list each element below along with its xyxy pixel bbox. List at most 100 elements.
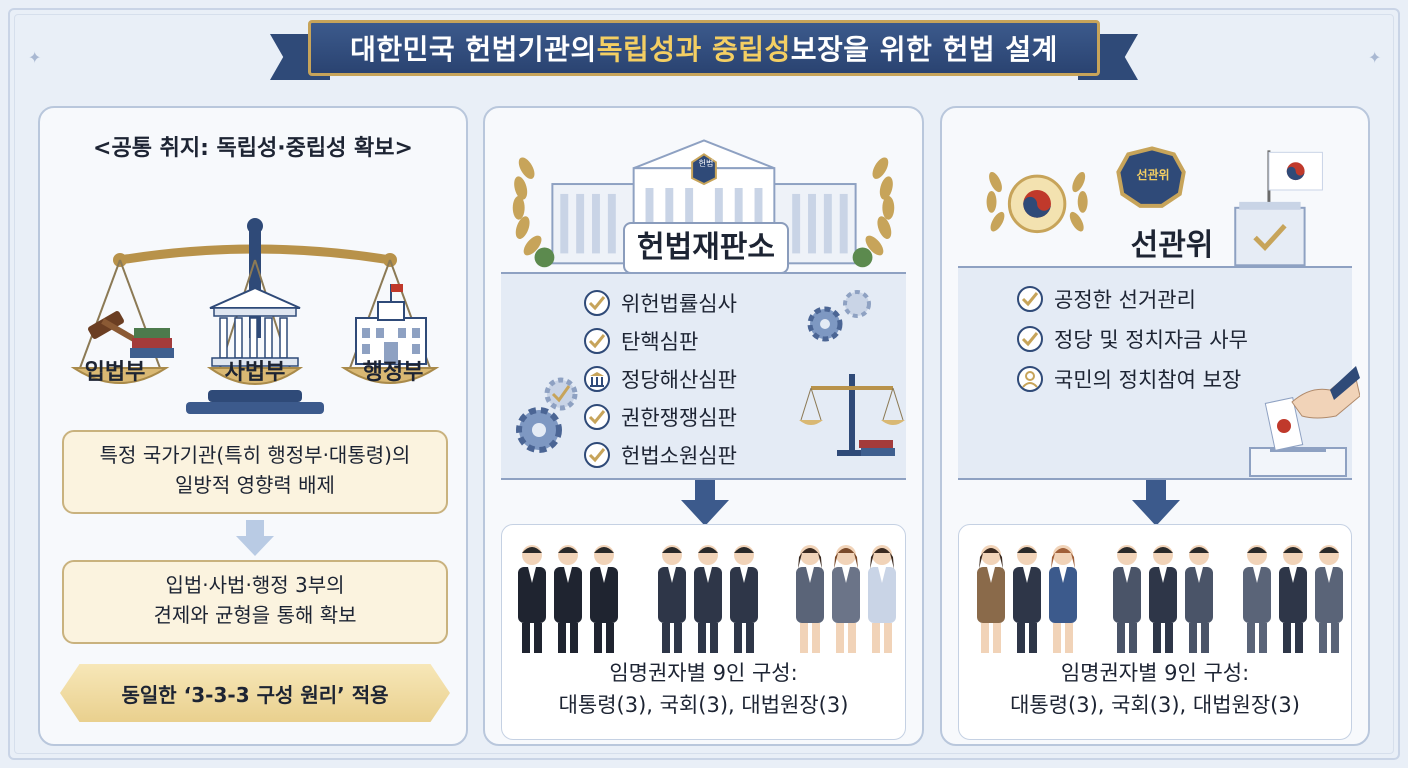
person-figure [1185, 545, 1213, 653]
national-emblem-icon [1007, 174, 1067, 234]
voting-hand-icon [1249, 366, 1360, 477]
duty-label: 공정한 선거관리 [1054, 288, 1196, 312]
duty-label: 탄핵심판 [621, 330, 699, 354]
person-figure [658, 545, 686, 653]
principle-ribbon: 동일한 ‘3-3-3 구성 원리’ 적용 [60, 664, 450, 722]
courthouse-icon [209, 286, 301, 367]
arrow-down-icon [1132, 480, 1180, 526]
court-name: 헌법재판소 [623, 222, 789, 274]
person-figure [868, 545, 896, 653]
person-figure [590, 545, 618, 653]
commissioners-illustration [977, 545, 1343, 653]
gear-icon [807, 290, 871, 342]
court-emblem-text: 헌법 [698, 159, 714, 168]
branch-judicial: 사법부 [224, 360, 286, 385]
box1-line2: 일방적 영향력 배제 [175, 473, 335, 497]
person-figure [1279, 545, 1307, 653]
election-composition-box: 임명권자별 9인 구성: 대통령(3), 국회(3), 대법원장(3) [958, 524, 1352, 740]
common-purpose-panel: <공통 취지: 독립성·중립성 확보> [38, 106, 468, 746]
arrow-down-icon [681, 480, 729, 526]
title-highlight: 독립성과 중립성 [596, 33, 791, 66]
inner-frame [14, 14, 1394, 754]
duty-label: 권한쟁쟁심판 [621, 406, 737, 430]
person-figure [554, 545, 582, 653]
check-icon [584, 328, 610, 354]
election-commission-emblem [1116, 146, 1186, 208]
box1-line1: 특정 국가기관(특히 행정부·대통령)의 [99, 443, 411, 467]
person-figure [1049, 545, 1077, 653]
check-icon [1017, 326, 1043, 352]
building-icon [355, 284, 427, 365]
page-title: 대한민국 헌법기관의 독립성과 중립성 보장을 위한 헌법 설계 [308, 20, 1100, 76]
gavel-icon [88, 311, 139, 344]
check-icon [584, 442, 610, 468]
duty-item: 정당해산심판 [583, 364, 737, 394]
star-icon: ✦ [1368, 48, 1382, 67]
justices-illustration [518, 545, 896, 653]
election-commission-panel: 선관위 선관위 공정한 선거관리 정당 및 정치자금 사무 국민의 정치참여 보… [940, 106, 1370, 746]
person-figure [977, 545, 1005, 653]
branch-legislative: 입법부 [84, 360, 146, 385]
books-icon [130, 328, 174, 358]
duty-label: 위헌법률심사 [621, 292, 737, 316]
person-figure [796, 545, 824, 653]
ballot-box-icon [1234, 201, 1306, 267]
court-composition-line2: 대통령(3), 국회(3), 대법원장(3) [558, 693, 849, 717]
scale-icon [70, 218, 440, 385]
constitutional-court-panel: 헌법 헌법재판소 위헌법률심사 탄핵심판 정당해산심판 권한쟁쟁심판 헌법소원심… [483, 106, 924, 746]
person-figure [832, 545, 860, 653]
duty-label: 국민의 정치참여 보장 [1054, 368, 1242, 392]
principle-text: 동일한 ‘3-3-3 구성 원리’ 적용 [121, 682, 389, 707]
check-icon [1017, 286, 1043, 312]
purpose-box-2: 입법·사법·행정 3부의 견제와 균형을 통해 확보 [62, 560, 448, 644]
flag-icon [1267, 150, 1323, 208]
election-duties-area: 공정한 선거관리 정당 및 정치자금 사무 국민의 정치참여 보장 [958, 266, 1360, 480]
person-figure [1243, 545, 1271, 653]
person-icon [1017, 366, 1043, 392]
duty-item: 권한쟁쟁심판 [583, 402, 737, 432]
outer-frame [8, 8, 1400, 760]
court-composition-line1: 임명권자별 9인 구성: [609, 661, 798, 685]
check-icon [584, 404, 610, 430]
star-icon: ✦ [28, 48, 42, 67]
person-figure [1013, 545, 1041, 653]
branch-executive: 행정부 [362, 360, 424, 385]
court-duties-area: 위헌법률심사 탄핵심판 정당해산심판 권한쟁쟁심판 헌법소원심판 [501, 272, 906, 480]
duty-item: 국민의 정치참여 보장 [1016, 364, 1241, 394]
court-composition-box: 임명권자별 9인 구성: 대통령(3), 국회(3), 대법원장(3) [501, 524, 906, 740]
person-figure [1315, 545, 1343, 653]
duty-label: 정당 및 정치자금 사무 [1054, 328, 1248, 352]
laurel-icon [986, 171, 1088, 232]
person-figure [1113, 545, 1141, 653]
courthouse-small-icon [584, 366, 610, 392]
duty-label: 헌법소원심판 [621, 444, 737, 468]
laurel-icon [512, 157, 542, 256]
duty-item: 헌법소원심판 [583, 440, 737, 470]
election-composition-line1: 임명권자별 9인 구성: [1060, 661, 1250, 685]
duty-item: 정당 및 정치자금 사무 [1016, 324, 1248, 354]
scale-icon [799, 374, 905, 456]
person-figure [694, 545, 722, 653]
election-composition-line2: 대통령(3), 국회(3), 대법원장(3) [1010, 693, 1300, 717]
duty-item: 탄핵심판 [583, 326, 698, 356]
box2-line1: 입법·사법·행정 3부의 [165, 573, 345, 597]
title-prefix: 대한민국 헌법기관의 [350, 33, 597, 66]
person-figure [518, 545, 546, 653]
laurel-icon [865, 157, 895, 256]
box2-line2: 견제와 균형을 통해 확보 [153, 603, 357, 627]
election-name: 선관위 [1120, 222, 1224, 274]
title-suffix: 보장을 위한 헌법 설계 [790, 33, 1058, 66]
check-icon [584, 290, 610, 316]
duty-item: 공정한 선거관리 [1016, 284, 1196, 314]
panel-heading: <공통 취지: 독립성·중립성 확보> [93, 136, 413, 161]
election-emblem-text: 선관위 [1136, 168, 1170, 182]
person-figure [1149, 545, 1177, 653]
election-illustration [986, 146, 1323, 267]
duty-label: 정당해산심판 [621, 368, 737, 392]
arrow-down-icon [236, 520, 274, 556]
title-banner: 대한민국 헌법기관의 독립성과 중립성 보장을 위한 헌법 설계 [270, 14, 1138, 86]
scale-base [186, 390, 324, 414]
duty-item: 위헌법률심사 [583, 288, 737, 318]
gear-icon [516, 377, 578, 453]
person-figure [730, 545, 758, 653]
